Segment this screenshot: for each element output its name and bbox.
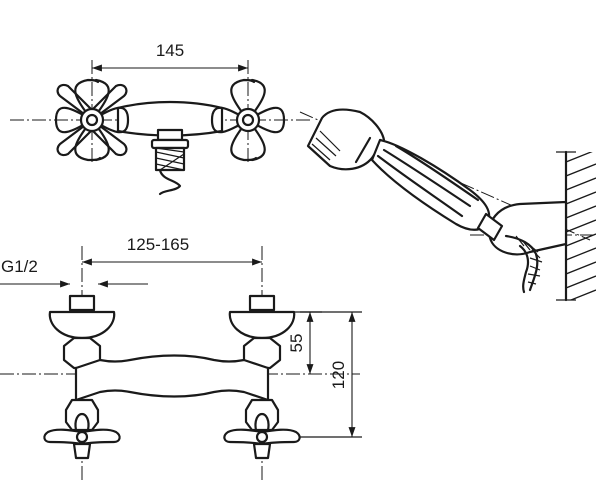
dimension-height-large-label: 120 xyxy=(329,361,348,389)
mixer-body-front xyxy=(74,354,270,402)
shower-head xyxy=(306,108,386,171)
dimension-top-spacing: 145 xyxy=(92,41,248,72)
right-escutcheon xyxy=(228,310,296,340)
outlet-nut xyxy=(156,128,184,142)
thread-callout: G1/2 xyxy=(0,257,148,288)
hand-shower-view xyxy=(299,108,596,302)
right-connector-nut xyxy=(242,336,282,370)
shower-connector xyxy=(476,212,504,242)
left-inlet-thread xyxy=(68,294,96,312)
dimension-height-small-label: 55 xyxy=(287,334,306,353)
dimension-bottom-spacing-label: 125-165 xyxy=(127,235,189,254)
left-handle-top xyxy=(54,78,130,162)
shower-hose xyxy=(504,234,543,294)
hose-stub xyxy=(158,168,182,196)
right-inlet-thread xyxy=(248,294,276,312)
outlet-flange xyxy=(150,138,190,150)
top-view: 145 xyxy=(10,41,310,196)
left-handle-front xyxy=(43,412,121,460)
right-handle-front xyxy=(223,412,301,460)
right-handle-top xyxy=(210,78,286,162)
left-escutcheon xyxy=(48,310,116,340)
dimension-height-large: 120 xyxy=(300,311,362,438)
dimension-bottom-spacing: 125-165 xyxy=(82,235,262,266)
dimension-top-spacing-label: 145 xyxy=(156,41,184,60)
front-view: 125-165 G1/2 xyxy=(0,235,362,480)
thread-label: G1/2 xyxy=(1,257,38,276)
